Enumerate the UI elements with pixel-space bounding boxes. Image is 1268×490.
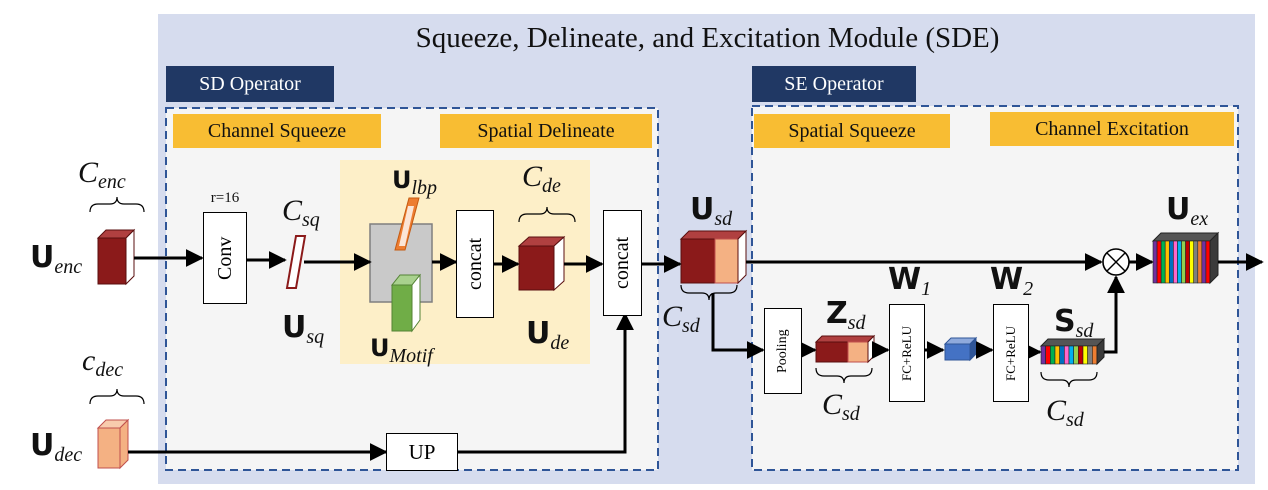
fc-hidden-cube xyxy=(943,336,978,362)
c-sd-label-1: Csd xyxy=(662,300,700,337)
u-lbp-label: Ulbp xyxy=(392,166,438,199)
arrow-up-concat xyxy=(456,312,634,454)
z-sd-cube xyxy=(814,334,876,364)
s-sd-group-stripe xyxy=(1087,345,1093,365)
u-ex-group-stripe xyxy=(1152,240,1158,284)
u-motif-label: UMotif xyxy=(370,334,433,367)
u-motif-slab xyxy=(390,273,422,333)
c-sd-brace-2 xyxy=(815,367,873,384)
s-sd-group-stripe xyxy=(1054,345,1060,365)
s-sd-group-stripe xyxy=(1050,345,1056,365)
c-sd-label-2: Csd xyxy=(822,388,860,425)
s-sd-group-stripe xyxy=(1059,345,1065,365)
u-ex-cube xyxy=(1151,231,1220,285)
u-ex-group-stripe xyxy=(1193,240,1199,284)
c-enc-label: Cenc xyxy=(78,156,126,193)
arrow-ssd-multiply xyxy=(1104,275,1125,354)
spatial-delineate-label: Spatial Delineate xyxy=(440,114,652,148)
up-box: UP xyxy=(386,433,458,471)
u-de-cube xyxy=(517,235,566,292)
u-ex-group-stripe xyxy=(1177,240,1182,284)
channel-excitation-label: Channel Excitation xyxy=(990,112,1234,146)
u-ex-group-stripe xyxy=(1185,240,1190,284)
conv-box: Conv xyxy=(203,212,247,304)
u-sq-label: Usq xyxy=(282,310,325,348)
u-dec-cube xyxy=(96,418,130,470)
u-ex-group-stripe xyxy=(1164,240,1170,284)
u-ex-group-side xyxy=(1209,231,1219,285)
u-ex-group-stripe xyxy=(1168,240,1174,284)
u-sd-label: Usd xyxy=(690,192,733,230)
u-ex-group-stripe xyxy=(1160,240,1166,284)
u-enc-label: Uenc xyxy=(30,240,83,278)
s-sd-group-stripe xyxy=(1078,345,1084,365)
sd-operator-tab: SD Operator xyxy=(166,66,334,102)
s-sd-group-stripe xyxy=(1045,345,1051,365)
s-sd-label: Ssd xyxy=(1054,304,1094,342)
spatial-squeeze-label: Spatial Squeeze xyxy=(754,114,950,148)
u-sd-cube xyxy=(679,229,748,285)
s-sd-group-stripe xyxy=(1040,345,1046,365)
u-ex-group-stripe xyxy=(1173,240,1178,284)
u-ex-label: Uex xyxy=(1166,192,1209,230)
s-sd-group-side xyxy=(1096,337,1105,366)
z-sd-label: Zsd xyxy=(826,296,866,334)
se-operator-panel xyxy=(751,105,1239,471)
c-sd-label-3: Csd xyxy=(1046,394,1084,431)
u-sq-slab xyxy=(285,235,307,289)
u-dec-label: Udec xyxy=(30,428,83,466)
u-lbp-slab xyxy=(394,197,420,251)
c-sd-brace-3 xyxy=(1040,371,1098,388)
c-de-brace xyxy=(518,206,576,223)
s-sd-group-stripe xyxy=(1092,345,1098,365)
c-enc-brace xyxy=(89,196,145,213)
c-dec-label: cdec xyxy=(82,344,124,381)
c-sd-brace-1 xyxy=(680,284,738,301)
ratio-label: r=16 xyxy=(210,190,240,206)
u-ex-group-stripe xyxy=(1201,240,1207,284)
w1-label: W1 xyxy=(888,262,932,300)
concat-outer-box: concat xyxy=(603,210,642,316)
u-ex-group-stripe xyxy=(1197,240,1203,284)
s-sd-cube xyxy=(1039,337,1106,366)
c-dec-brace xyxy=(89,388,145,405)
c-de-label: Cde xyxy=(522,160,561,197)
s-sd-group-stripe xyxy=(1073,345,1079,365)
u-ex-group-stripe xyxy=(1181,240,1186,284)
pooling-box: Pooling xyxy=(764,308,802,394)
s-sd-group-stripe xyxy=(1082,345,1088,365)
s-sd-group-stripe xyxy=(1068,345,1074,365)
se-operator-tab: SE Operator xyxy=(752,66,916,102)
fc1-box: FC+ReLU xyxy=(889,304,925,402)
channel-squeeze-label: Channel Squeeze xyxy=(173,114,381,148)
u-ex-group-stripe xyxy=(1156,240,1162,284)
s-sd-group-stripe xyxy=(1064,345,1070,365)
u-enc-cube xyxy=(96,228,136,286)
w2-label: W2 xyxy=(990,262,1034,300)
u-de-label: Ude xyxy=(526,316,570,354)
concat-inner-box: concat xyxy=(456,210,494,318)
u-ex-group-stripe xyxy=(1205,240,1211,284)
c-sq-label: Csq xyxy=(282,194,320,231)
u-ex-group-stripe xyxy=(1189,240,1195,284)
fc2-box: FC+ReLU xyxy=(993,304,1029,402)
arrow-usd-pooling xyxy=(711,293,765,359)
module-title: Squeeze, Delineate, and Excitation Modul… xyxy=(415,22,1000,54)
multiply-node xyxy=(1102,248,1130,276)
